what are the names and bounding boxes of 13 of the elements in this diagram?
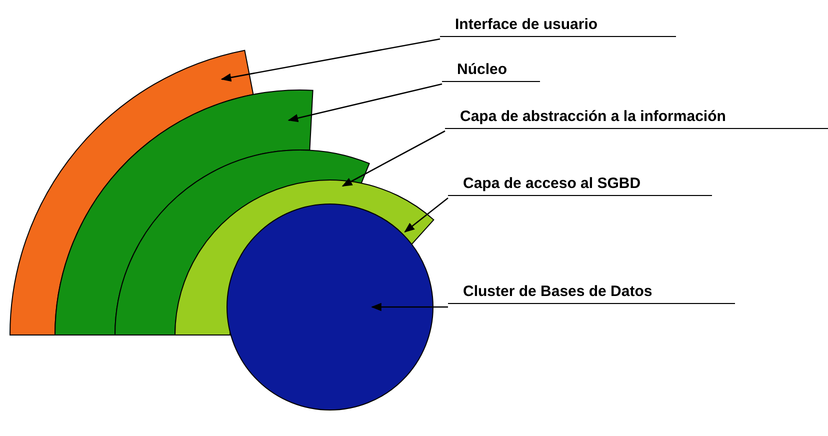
leader-line bbox=[342, 130, 446, 187]
arc-band bbox=[54, 90, 314, 336]
leader-line bbox=[288, 83, 442, 122]
leader-line bbox=[370, 302, 448, 312]
leader-line bbox=[404, 197, 448, 232]
arc-band bbox=[10, 50, 254, 336]
layer-label: Capa de abstracción a la información bbox=[445, 108, 828, 129]
circle-shape bbox=[226, 204, 434, 410]
layer-label: Capa de acceso al SGBD bbox=[448, 175, 712, 196]
layer-label: Cluster de Bases de Datos bbox=[448, 283, 735, 304]
layer-label: Núcleo bbox=[442, 61, 540, 82]
layer-label: Interface de usuario bbox=[440, 16, 676, 37]
leader-line bbox=[220, 38, 440, 82]
